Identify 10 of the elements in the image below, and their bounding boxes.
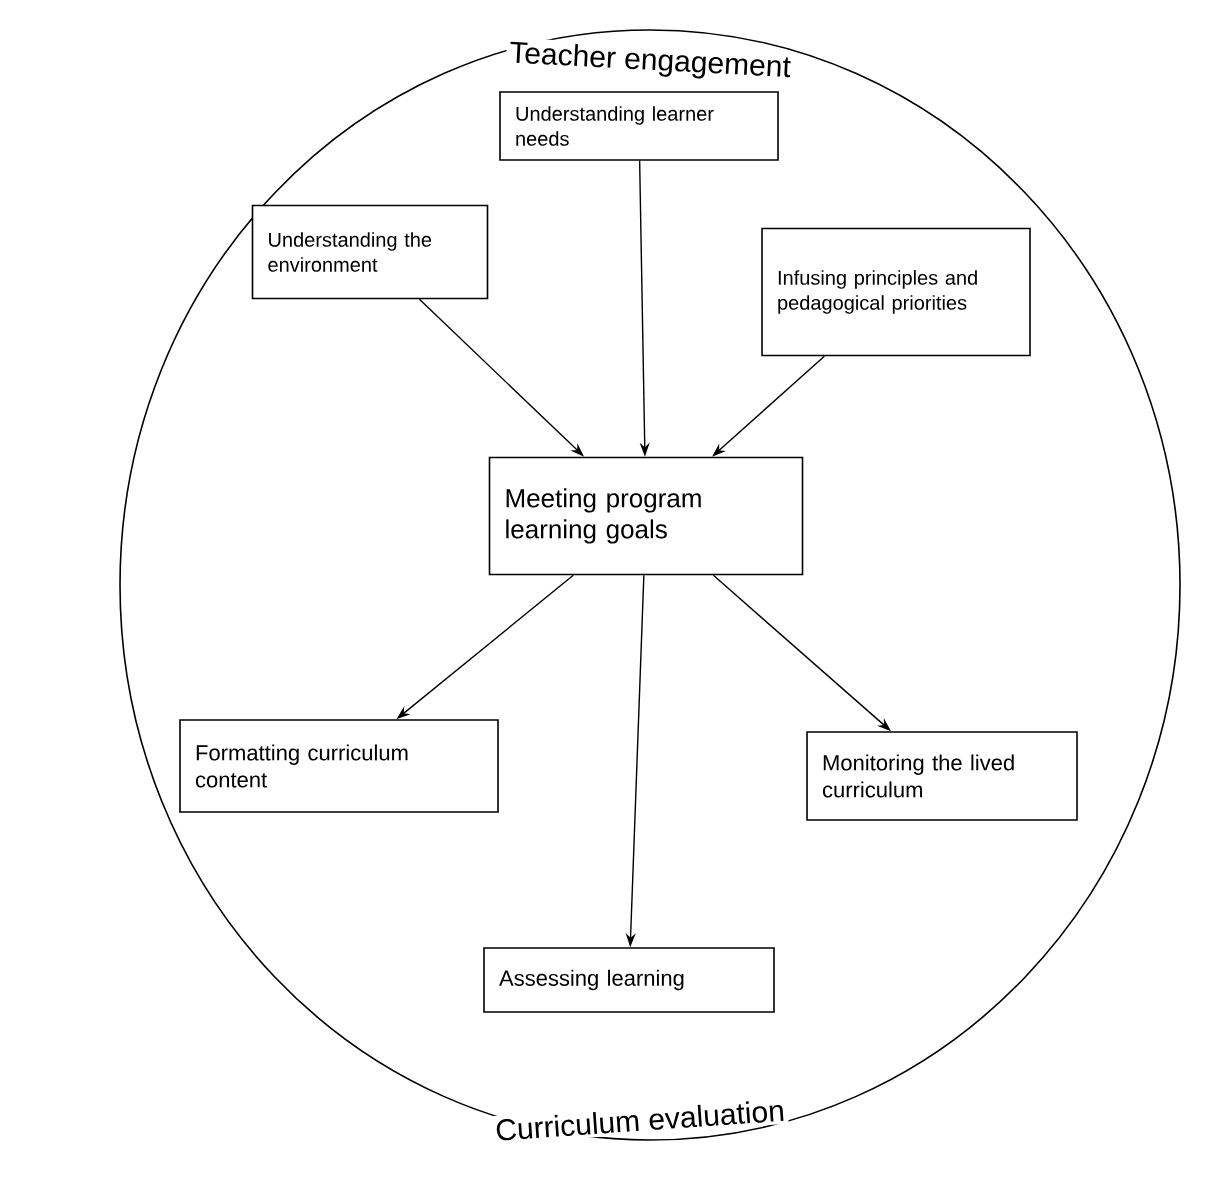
process-box: Formatting curriculum content	[179, 719, 499, 813]
ring-title: Teacher engagement	[505, 37, 795, 87]
process-box: Meeting program learning goals	[488, 456, 804, 576]
ring-ellipse	[119, 29, 1181, 1141]
process-box: Monitoring the lived curriculum	[806, 731, 1078, 821]
process-box: Infusing principles and pedagogical priorities	[761, 227, 1031, 357]
ring-title: Curriculum evaluation	[491, 1095, 789, 1145]
process-box: Understanding the environment	[251, 204, 489, 300]
process-box: Assessing learning	[483, 947, 775, 1013]
process-box: Understanding learner needs	[499, 91, 779, 161]
